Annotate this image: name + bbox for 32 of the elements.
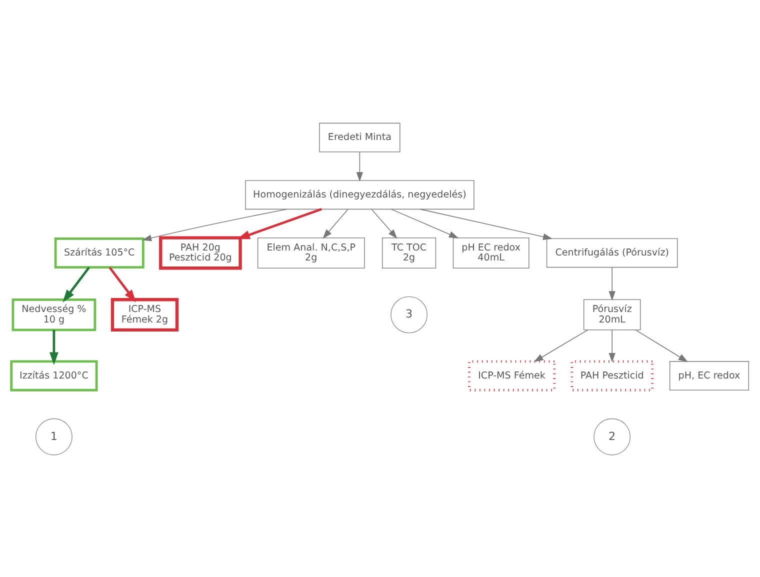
arrow <box>62 266 90 302</box>
node-box: Szárítás 105°C <box>54 236 144 268</box>
node-box: PAH 20g Peszticid 20g <box>159 236 242 270</box>
arrow <box>108 266 136 302</box>
label: 1 <box>50 429 58 442</box>
node-box: Izzítás 1200°C <box>10 360 98 391</box>
arrow <box>356 151 364 182</box>
node-box: Pórusvíz 20mL <box>583 298 641 330</box>
node-box: TC TOC 2g <box>382 236 436 268</box>
arrow <box>608 266 616 300</box>
node-box: Nedvesség % 10 g <box>12 298 96 331</box>
node-box: Eredeti Minta <box>319 122 400 152</box>
node-box: Centrifugálás (Pórusvíz) <box>546 238 678 268</box>
arrow <box>608 329 616 362</box>
arrow <box>534 329 588 362</box>
node-box: pH, EC redox <box>669 360 750 390</box>
node-box: PAH Peszticid <box>570 360 654 391</box>
label: 3 <box>406 307 413 320</box>
arrow <box>420 208 553 240</box>
node-box: ICP-MS Fémek <box>468 360 556 391</box>
label: 2 <box>608 429 616 442</box>
arrow <box>237 208 322 239</box>
arrow <box>49 329 58 364</box>
arrow <box>142 208 288 241</box>
node-box: pH EC redox 40mL <box>452 236 530 268</box>
node-box: Elem Anal. N,C,S,P 2g <box>257 236 365 268</box>
arrow <box>371 208 398 238</box>
node-box: Homogenizálás (dinegyezdálás, negyedelés) <box>245 180 474 210</box>
node-box: ICP-MS Fémek 2g <box>110 298 179 331</box>
arrow <box>322 208 348 238</box>
arrow <box>390 208 459 238</box>
arrow <box>635 329 688 362</box>
